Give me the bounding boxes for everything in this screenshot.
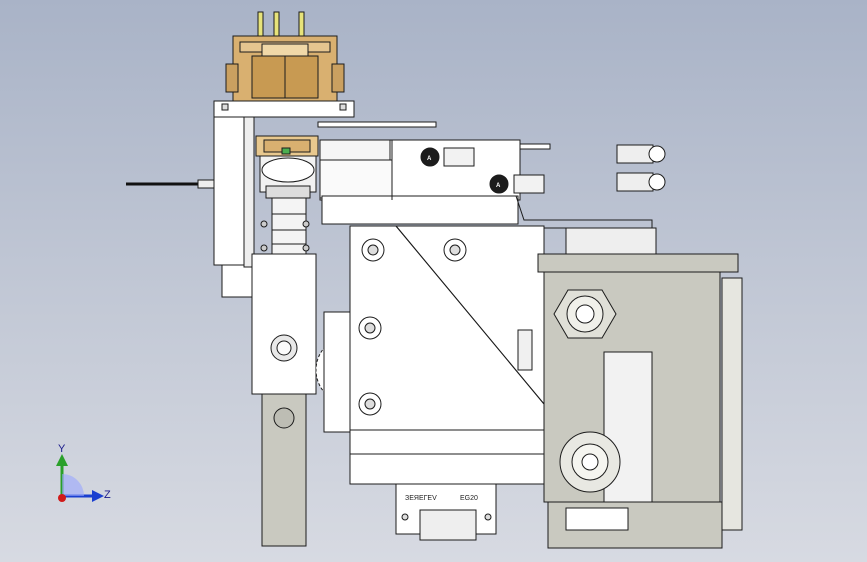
right-gray-housing[interactable] xyxy=(537,227,743,549)
fitting-a-label: A xyxy=(427,156,432,162)
hex-nut[interactable] xyxy=(553,289,617,339)
guide-rod-upper[interactable] xyxy=(317,121,437,128)
flange-bolt-icon xyxy=(221,103,229,111)
connector-pins[interactable] xyxy=(257,11,305,39)
main-slide-block[interactable] xyxy=(349,225,545,485)
cable-rod[interactable] xyxy=(126,179,217,189)
screw-icon xyxy=(443,238,467,262)
spare-fitting-upper[interactable] xyxy=(616,144,666,164)
guide-rod-right[interactable] xyxy=(519,143,551,150)
axis-triad: Y Z xyxy=(56,443,111,502)
air-fitting-a-upper[interactable]: A xyxy=(420,147,475,167)
flange-bolt-icon xyxy=(339,103,347,111)
screw-icon xyxy=(358,316,382,340)
roller-wheel[interactable] xyxy=(559,431,621,493)
bent-sheet-bracket[interactable] xyxy=(515,195,653,229)
sensor-stack[interactable] xyxy=(255,135,319,255)
air-fitting-a-lower[interactable]: A xyxy=(489,174,545,194)
spare-fitting-lower[interactable] xyxy=(616,172,666,192)
connector-flange[interactable] xyxy=(213,100,355,118)
linear-guide-rail[interactable]: ЗЕЯЕГЕV EG20 xyxy=(395,483,497,541)
left-bracket[interactable] xyxy=(213,116,259,298)
y-axis-label: Y xyxy=(58,443,66,455)
cylinder-clamp[interactable] xyxy=(319,139,521,225)
screw-icon xyxy=(361,238,385,262)
lower-gray-bar[interactable] xyxy=(261,393,307,547)
screw-icon xyxy=(358,392,382,416)
z-axis-label: Z xyxy=(104,489,111,501)
rail-marking-left: ЗЕЯЕГЕV xyxy=(405,495,437,502)
brass-connector[interactable] xyxy=(225,35,345,103)
rail-marking-right: EG20 xyxy=(460,495,478,502)
lower-vertical-plate[interactable] xyxy=(251,253,317,395)
fitting-b-label: A xyxy=(496,183,501,189)
